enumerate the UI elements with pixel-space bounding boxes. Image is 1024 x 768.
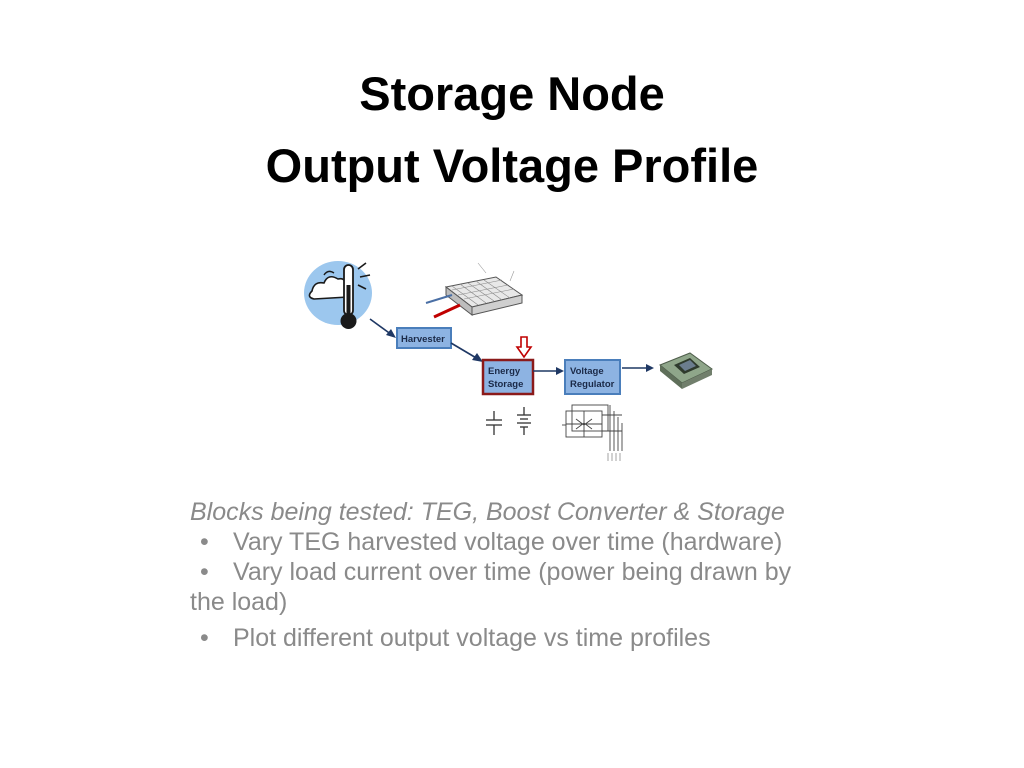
bullet-text: Plot different output voltage vs time pr…: [233, 624, 711, 652]
processor-chip-icon: [659, 352, 713, 389]
bullet-marker: •: [200, 558, 209, 586]
harvester-block: Harvester: [396, 327, 452, 349]
bullet-text: Vary load current over time (power being…: [233, 558, 792, 586]
energy-storage-block: Energy Storage: [481, 358, 535, 396]
load-input-arrow-icon: [515, 336, 533, 359]
bullet-marker: •: [200, 528, 209, 556]
bullet-item: • Plot different output voltage vs time …: [190, 623, 890, 653]
slide-title: Storage Node Output Voltage Profile: [0, 58, 1024, 202]
voltage-regulator-block: Voltage Regulator: [564, 359, 621, 395]
voltage-regulator-label-line1: Voltage: [570, 366, 604, 377]
arrowhead: [472, 353, 483, 362]
bullet-marker: •: [200, 624, 209, 652]
energy-storage-label-line2: Storage: [488, 379, 523, 390]
energy-harvesting-diagram: Harvester Energy Storage Voltage Regulat…: [304, 261, 713, 461]
regulator-output-pin-marks: [607, 453, 621, 461]
weather-thermometer-icon: [304, 261, 372, 329]
arrow-harvester-to-storage: [450, 342, 479, 360]
arrowhead: [646, 364, 654, 372]
harvester-label: Harvester: [401, 334, 445, 345]
capacitor-battery-symbols: [486, 407, 531, 435]
teg-module-icon: [425, 262, 524, 319]
voltage-regulator-label-line2: Regulator: [570, 379, 615, 390]
bullet-continuation: the load): [190, 588, 288, 616]
arrowhead: [556, 367, 564, 375]
bullet-text: Vary TEG harvested voltage over time (ha…: [233, 528, 783, 556]
bullet-item: • Vary load current over time (power bei…: [190, 557, 890, 587]
lead-line: Blocks being tested: TEG, Boost Converte…: [190, 498, 785, 526]
bullet-item: • Vary TEG harvested voltage over time (…: [190, 527, 890, 557]
title-line-1: Storage Node: [359, 67, 665, 120]
title-line-2: Output Voltage Profile: [265, 139, 759, 192]
arrowhead: [386, 329, 396, 338]
regulator-circuit-schematic: [562, 404, 623, 451]
slide-body: Blocks being tested: TEG, Boost Converte…: [190, 497, 890, 653]
energy-storage-label-line1: Energy: [488, 366, 521, 377]
